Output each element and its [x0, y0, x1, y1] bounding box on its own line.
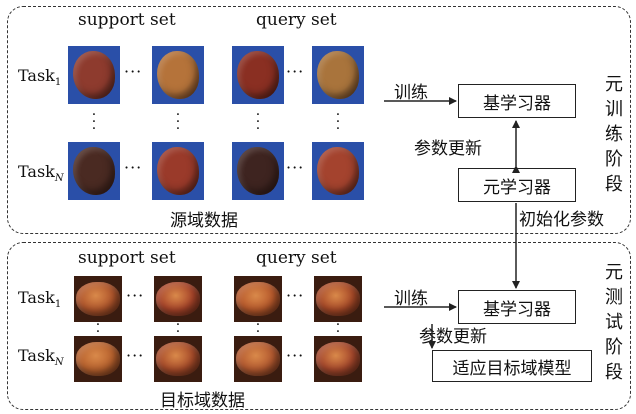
vertical-ellipsis: ···: [255, 107, 261, 137]
source-task-n-label: TaskN: [18, 162, 64, 185]
jujube-sample: [317, 147, 359, 195]
jujube-sample: [156, 282, 200, 316]
ellipsis: ···: [286, 62, 305, 81]
ellipsis: ···: [126, 346, 145, 365]
meta-train-panel: [7, 6, 631, 234]
jujube-sample: [237, 51, 279, 99]
meta-train-base-learner-box: 基学习器: [458, 84, 576, 118]
source-domain-caption: 源域数据: [170, 211, 238, 231]
jujube-sample: [316, 282, 360, 316]
meta-learner-box: 元学习器: [458, 168, 576, 202]
jujube-sample: [237, 147, 279, 195]
source-query-sample-image: [232, 142, 284, 200]
jujube-sample: [236, 282, 280, 316]
jujube-sample: [73, 51, 115, 99]
meta-train-train-label: 训练: [394, 83, 428, 103]
target-support-sample-image: [74, 276, 122, 322]
meta-test-base-learner-box: 基学习器: [458, 290, 576, 324]
target-support-sample-image: [154, 276, 202, 322]
jujube-sample: [157, 147, 199, 195]
target-query-sample-image: [234, 276, 282, 322]
vertical-ellipsis: ···: [335, 107, 341, 137]
target-task-1-label: Task1: [18, 288, 62, 311]
ellipsis: ···: [286, 158, 305, 177]
source-task-1-label: Task1: [18, 66, 62, 89]
source-query-set-label: query set: [256, 10, 337, 30]
target-support-sample-image: [74, 336, 122, 382]
source-support-sample-image: [152, 142, 204, 200]
jujube-sample: [157, 51, 199, 99]
target-support-set-label: support set: [78, 248, 176, 268]
meta-test-train-label: 训练: [394, 289, 428, 309]
jujube-sample: [76, 342, 120, 376]
target-task-n-label: TaskN: [18, 346, 64, 369]
jujube-sample: [76, 282, 120, 316]
ellipsis: ···: [286, 346, 305, 365]
ellipsis: ···: [126, 286, 145, 305]
ellipsis: ···: [124, 158, 143, 177]
jujube-sample: [156, 342, 200, 376]
target-query-sample-image: [234, 336, 282, 382]
source-query-sample-image: [312, 142, 364, 200]
target-support-sample-image: [154, 336, 202, 382]
meta-train-stage-title: 元训练阶段: [605, 74, 623, 195]
meta-test-update-label: 参数更新: [419, 327, 487, 347]
target-query-sample-image: [314, 276, 362, 322]
ellipsis: ···: [286, 286, 305, 305]
vertical-ellipsis: ···: [91, 107, 97, 137]
jujube-sample: [236, 342, 280, 376]
jujube-sample: [316, 342, 360, 376]
adapted-model-box: 适应目标域模型: [432, 350, 592, 382]
target-query-sample-image: [314, 336, 362, 382]
init-params-label: 初始化参数: [519, 210, 604, 230]
target-query-set-label: query set: [256, 248, 337, 268]
jujube-sample: [73, 147, 115, 195]
target-domain-caption: 目标域数据: [160, 391, 245, 411]
source-query-sample-image: [312, 46, 364, 104]
source-support-sample-image: [68, 46, 120, 104]
source-support-set-label: support set: [78, 10, 176, 30]
meta-train-update-label: 参数更新: [414, 139, 482, 159]
jujube-sample: [317, 51, 359, 99]
meta-test-stage-title: 元测试阶段: [605, 262, 623, 383]
vertical-ellipsis: ···: [175, 107, 181, 137]
meta-test-panel: [7, 242, 631, 410]
source-query-sample-image: [232, 46, 284, 104]
source-support-sample-image: [152, 46, 204, 104]
ellipsis: ···: [124, 62, 143, 81]
source-support-sample-image: [68, 142, 120, 200]
